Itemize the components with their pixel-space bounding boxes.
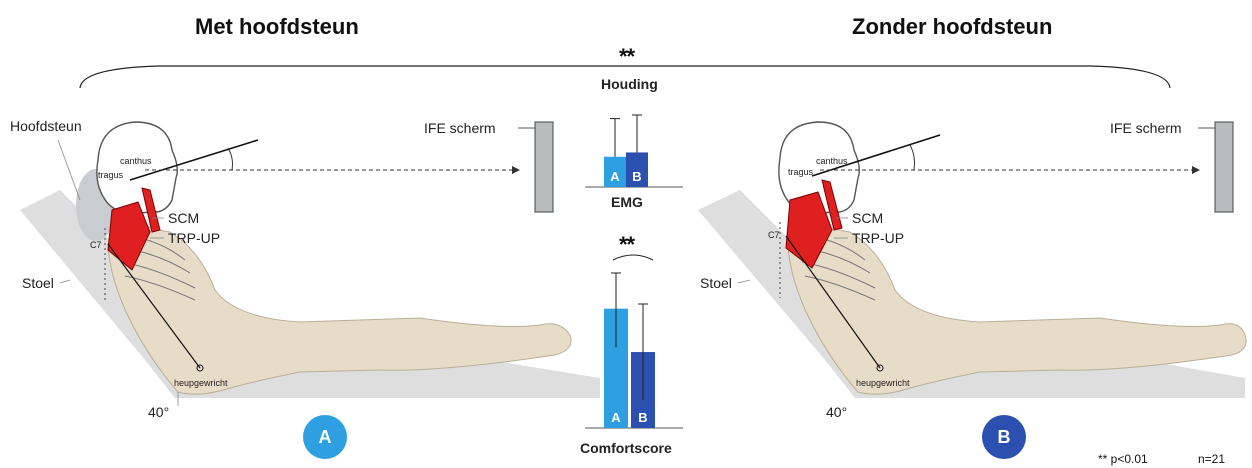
trp-label-b: TRP-UP <box>852 230 904 246</box>
pvalue-note: ** p<0.01 <box>1098 452 1148 466</box>
seat-label-a: Stoel <box>22 275 54 291</box>
panel-b-illustration <box>698 122 1246 398</box>
badge-a: A <box>303 415 347 459</box>
scm-label-b: SCM <box>852 210 883 226</box>
tragus-label-b: tragus <box>788 167 813 177</box>
badge-b: B <box>982 415 1026 459</box>
scm-label-a: SCM <box>168 210 199 226</box>
canthus-label-a: canthus <box>120 156 152 166</box>
ife-screen-a <box>535 122 553 212</box>
posture-significance: ** <box>619 44 634 70</box>
c7-label-b: C7 <box>768 230 780 240</box>
hip-label-a: heupgewricht <box>174 378 228 388</box>
trp-label-a: TRP-UP <box>168 230 220 246</box>
comfort-title: Comfortscore <box>580 440 672 456</box>
posture-label: Houding <box>601 76 658 92</box>
screen-label-a: IFE scherm <box>424 120 496 136</box>
seat-label-b: Stoel <box>700 275 732 291</box>
canthus-label-b: canthus <box>816 156 848 166</box>
comfort-significance: ** <box>619 232 634 258</box>
angle-label-a: 40° <box>148 404 169 420</box>
emg-bar-label-a: A <box>610 169 620 184</box>
ife-screen-b <box>1215 122 1233 212</box>
emg-title: EMG <box>611 194 643 210</box>
sample-size: n=21 <box>1198 452 1225 466</box>
comfort-bar-label-b: B <box>638 410 647 425</box>
c7-label-a: C7 <box>90 240 102 250</box>
angle-label-b: 40° <box>826 404 847 420</box>
panel-a-illustration <box>20 122 600 406</box>
emg-bar-label-b: B <box>632 169 641 184</box>
headrest-label: Hoofdsteun <box>10 118 82 134</box>
comfort-bar-label-a: A <box>611 410 621 425</box>
tragus-label-a: tragus <box>98 170 123 180</box>
screen-label-b: IFE scherm <box>1110 120 1182 136</box>
hip-label-b: heupgewricht <box>856 378 910 388</box>
skull-a <box>97 122 177 214</box>
